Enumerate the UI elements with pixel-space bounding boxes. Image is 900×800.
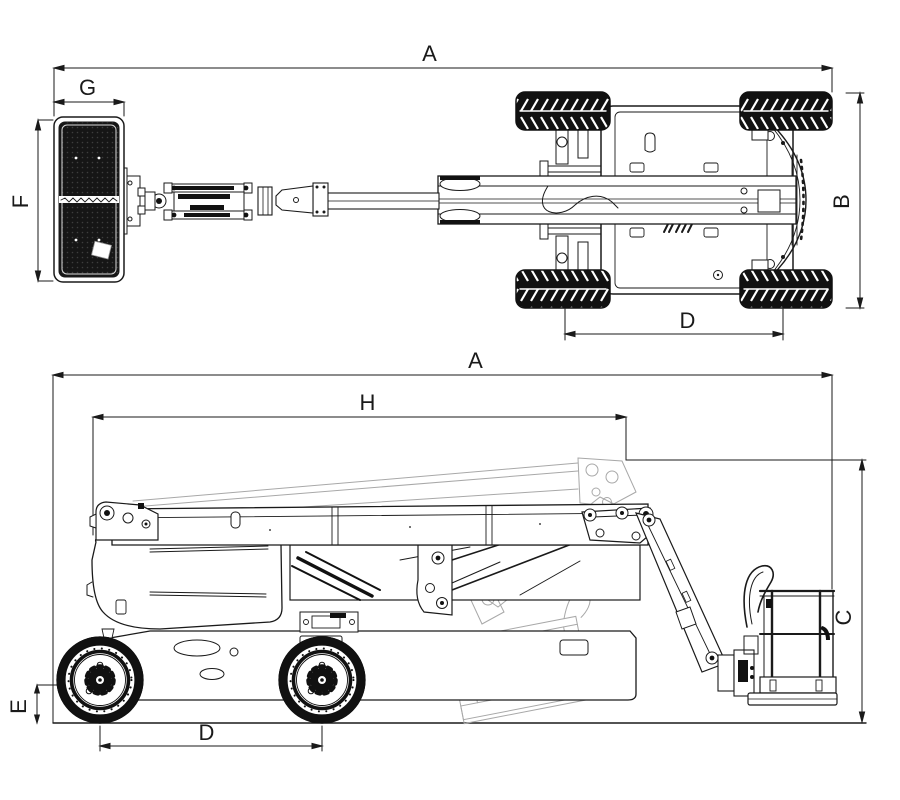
- dimension-platform-width: [52, 98, 126, 117]
- chassis-top-view: [600, 105, 807, 295]
- front-axle-top-view: [539, 127, 769, 273]
- upper-boom-side-view: [89, 501, 649, 546]
- dim-label-e: E: [6, 698, 31, 714]
- dim-label-d-side: D: [199, 720, 216, 745]
- tire-rear-right: [739, 269, 833, 309]
- platform-decal: [91, 240, 112, 260]
- dim-label-f: F: [8, 194, 33, 208]
- wheel-rear-side-view: [56, 636, 144, 724]
- tire-front-right: [515, 269, 611, 309]
- dimension-overall-length-top: [52, 64, 834, 117]
- top-view: A G F B: [8, 41, 865, 341]
- tires-top-view: [515, 91, 833, 309]
- dim-label-b: B: [829, 193, 854, 209]
- tire-front-left: [515, 91, 611, 131]
- dim-label-a-top: A: [422, 41, 438, 66]
- jib-top-view: [118, 167, 253, 235]
- dim-label-g: G: [79, 75, 97, 100]
- dimension-overall-width: [845, 91, 865, 310]
- platform-side-view: [743, 564, 838, 706]
- dimension-wheelbase-side: [98, 725, 324, 752]
- dimension-overall-height: [625, 458, 867, 724]
- brand-mark: [663, 223, 693, 233]
- dimension-overall-length-side: [51, 371, 834, 724]
- platform-top-view: [53, 116, 125, 283]
- dimension-platform-length: [34, 118, 54, 283]
- dimension-wheelbase-top: [563, 308, 785, 341]
- side-view: A H C E: [6, 348, 867, 752]
- dim-label-h: H: [360, 390, 377, 415]
- turntable-side-view: [86, 532, 359, 639]
- jib-side-view: [581, 506, 755, 697]
- tire-rear-left: [739, 91, 833, 131]
- dim-label-c: C: [831, 609, 856, 626]
- dim-label-d-top: D: [680, 308, 697, 333]
- boom-top-view: [257, 175, 797, 225]
- lower-boom-side-view: [289, 516, 641, 616]
- wheel-front-side-view: [278, 636, 366, 724]
- dim-label-a-side: A: [468, 348, 484, 373]
